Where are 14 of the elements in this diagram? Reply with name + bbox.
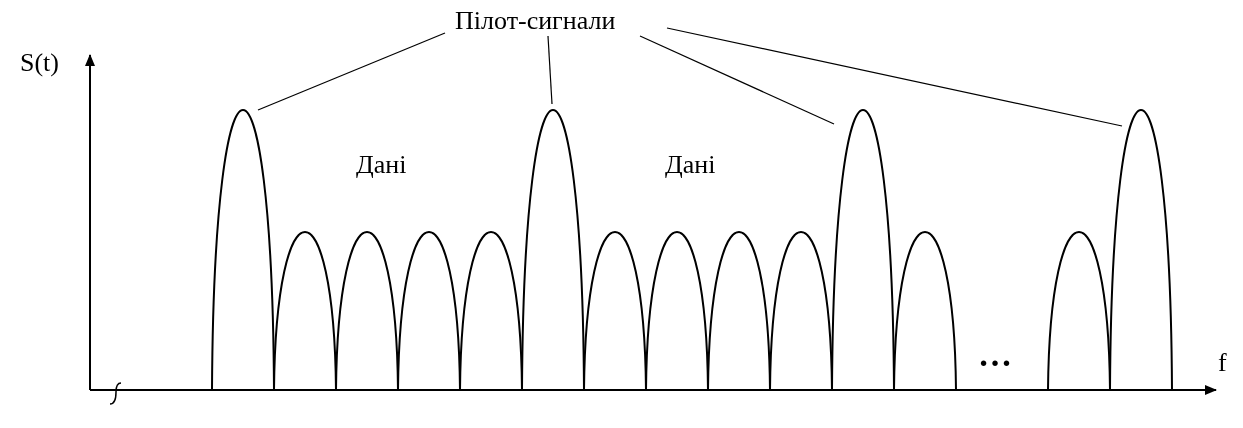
region-label: Дані [356, 152, 407, 178]
leader-line [547, 35, 553, 105]
axis-label: S(t) [20, 50, 59, 76]
pilot-arch [211, 109, 275, 391]
leader-line [257, 32, 446, 111]
pilot-arch [521, 109, 585, 391]
axis-label: f [1218, 350, 1227, 376]
leader-line [666, 27, 1123, 127]
leader-line [639, 35, 835, 125]
ellipsis: … [978, 338, 1012, 372]
pilot-arch [1109, 109, 1173, 391]
region-label: Дані [665, 152, 716, 178]
callout-text: Пілот-сигнали [455, 8, 616, 34]
pilot-arch [831, 109, 895, 391]
